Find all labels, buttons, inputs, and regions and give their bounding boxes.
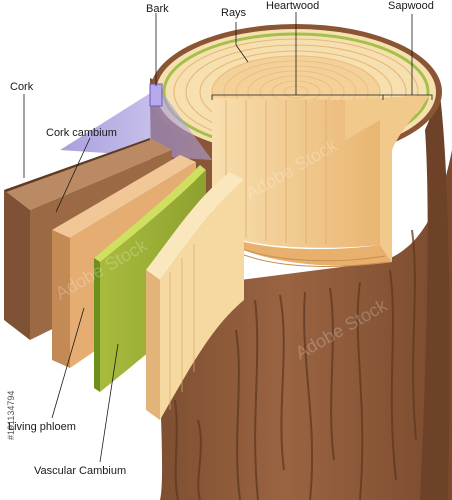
living-phloem-leader bbox=[51, 307, 85, 419]
cutaway-heartwood-block bbox=[212, 98, 380, 248]
heartwood-bracket bbox=[211, 94, 384, 100]
leader-lines bbox=[23, 12, 433, 463]
label-sapwood: Sapwood bbox=[388, 0, 434, 12]
rays-leader bbox=[235, 22, 249, 63]
cork-cambium-leader bbox=[55, 137, 91, 213]
stock-id: #191134794 bbox=[6, 391, 16, 440]
label-vascular-cambium: Vascular Cambium bbox=[34, 465, 126, 477]
bark-callout-box bbox=[149, 83, 163, 107]
label-cork-cambium: Cork cambium bbox=[46, 127, 117, 139]
cutaway-inner-face bbox=[345, 95, 430, 262]
vascular-cambium-leader bbox=[99, 343, 119, 463]
label-bark: Bark bbox=[146, 3, 169, 15]
label-living-phloem: Living phloem bbox=[8, 421, 76, 433]
label-cork: Cork bbox=[10, 81, 34, 93]
trunk-right-side bbox=[420, 95, 450, 500]
sapwood-bracket bbox=[383, 94, 433, 100]
label-rays: Rays bbox=[221, 7, 247, 19]
bark-grain bbox=[174, 229, 417, 500]
cutaway-floor bbox=[212, 230, 392, 266]
label-heartwood: Heartwood bbox=[266, 0, 319, 12]
layer-living-phloem bbox=[146, 172, 244, 420]
zoom-projection bbox=[60, 92, 212, 160]
